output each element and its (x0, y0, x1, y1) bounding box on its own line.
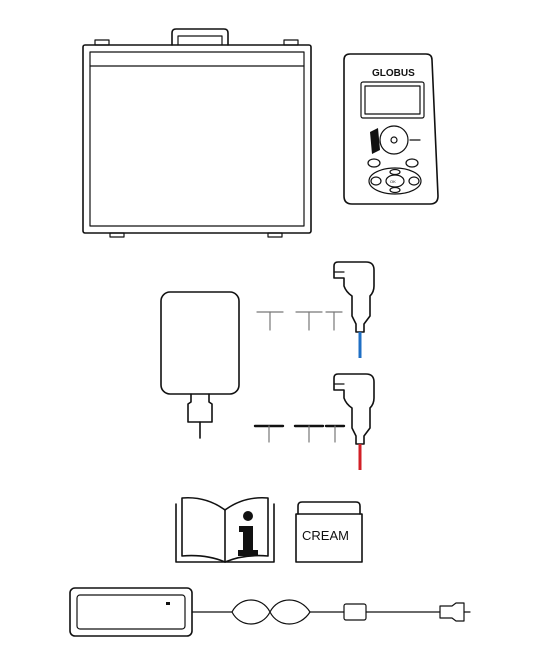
electrode-cable-red-icon (333, 373, 375, 470)
cream-box-icon: CREAM (295, 501, 363, 563)
stimulator-device-icon: GLOBUS OK (343, 53, 439, 205)
wall-charger-icon (160, 291, 240, 439)
electrode-pins-black-icon (253, 424, 346, 443)
cream-label: CREAM (302, 528, 349, 543)
power-supply-icon (69, 587, 471, 637)
electrode-pins-gray-icon (256, 311, 343, 331)
manual-info-icon (175, 496, 275, 563)
device-ok-label: OK (390, 179, 396, 184)
device-brand: GLOBUS (372, 68, 415, 79)
electrode-cable-blue-icon (333, 261, 375, 358)
carry-case-icon (82, 28, 312, 238)
